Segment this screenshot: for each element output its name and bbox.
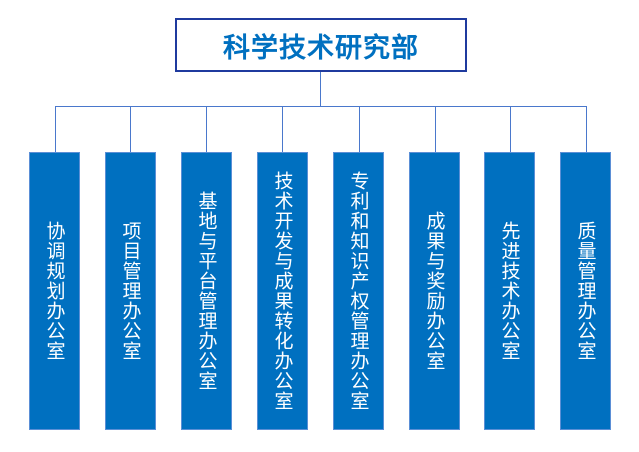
office-node: 项目管理办公室 — [105, 152, 156, 430]
root-node: 科学技术研究部 — [175, 18, 467, 72]
connector-drop — [130, 106, 131, 152]
connector-drop — [359, 106, 360, 152]
office-node: 基地与平台管理办公室 — [181, 152, 232, 430]
connector-drop — [206, 106, 207, 152]
office-label: 成果与奖励办公室 — [423, 211, 446, 371]
office-label: 基地与平台管理办公室 — [195, 191, 218, 391]
office-label: 协调规划办公室 — [43, 221, 66, 361]
connector-trunk — [320, 72, 321, 106]
office-node: 质量管理办公室 — [560, 152, 611, 430]
office-node: 技术开发与成果转化办公室 — [257, 152, 308, 430]
office-label: 技术开发与成果转化办公室 — [271, 171, 294, 411]
connector-drop — [282, 106, 283, 152]
office-label: 项目管理办公室 — [119, 221, 142, 361]
office-node: 先进技术办公室 — [484, 152, 535, 430]
office-node: 成果与奖励办公室 — [409, 152, 460, 430]
connector-drop — [55, 106, 56, 152]
office-node: 专利和知识产权管理办公室 — [333, 152, 384, 430]
office-node: 协调规划办公室 — [29, 152, 80, 430]
connector-drop — [586, 106, 587, 152]
connector-bus — [55, 106, 587, 107]
office-label: 质量管理办公室 — [574, 221, 597, 361]
office-label: 专利和知识产权管理办公室 — [347, 171, 370, 411]
office-label: 先进技术办公室 — [498, 221, 521, 361]
connector-drop — [510, 106, 511, 152]
root-title: 科学技术研究部 — [223, 32, 419, 64]
connector-drop — [435, 106, 436, 152]
